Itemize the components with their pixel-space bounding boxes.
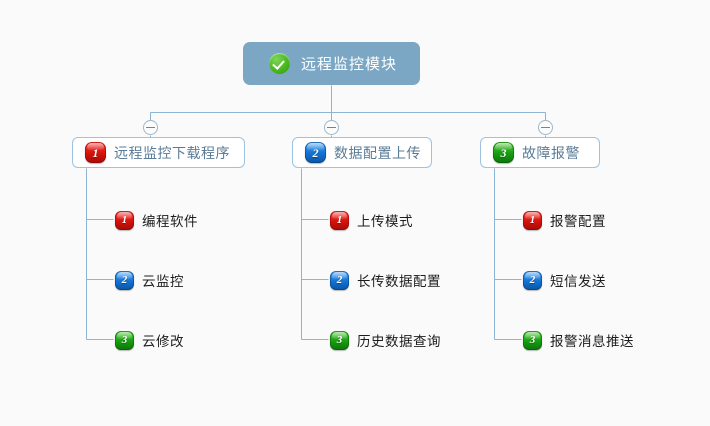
leaf-node-2-3[interactable]: 3 历史数据查询	[330, 329, 441, 351]
number-badge-1: 1	[523, 210, 542, 230]
leaf-node-3-2-label: 短信发送	[550, 274, 606, 289]
number-badge-3: 3	[115, 330, 134, 350]
leaf-node-3-1-label: 报警配置	[550, 214, 606, 229]
branch-node-3[interactable]: 3 故障报警	[480, 137, 600, 168]
number-badge-2: 2	[330, 270, 349, 290]
branch-node-1[interactable]: 1 远程监控下载程序	[72, 137, 245, 168]
leaf-node-1-1[interactable]: 1 编程软件	[115, 209, 198, 231]
leaf-node-2-3-label: 历史数据查询	[357, 334, 441, 349]
leaf-node-3-1[interactable]: 1 报警配置	[523, 209, 606, 231]
number-badge-1: 1	[115, 210, 134, 230]
leaf-node-3-3[interactable]: 3 报警消息推送	[523, 329, 634, 351]
branch-node-2-label: 数据配置上传	[334, 144, 421, 161]
root-node-label: 远程监控模块	[301, 56, 398, 73]
collapse-toggle-2[interactable]	[324, 120, 339, 135]
check-circle-icon	[269, 53, 290, 74]
leaf-node-3-3-label: 报警消息推送	[550, 334, 634, 349]
leaf-node-2-2-label: 长传数据配置	[357, 274, 441, 289]
number-badge-1: 1	[330, 210, 349, 230]
collapse-toggle-3[interactable]	[538, 120, 553, 135]
leaf-node-2-1-label: 上传模式	[357, 214, 413, 229]
leaf-node-1-3-label: 云修改	[142, 334, 184, 349]
root-node[interactable]: 远程监控模块	[243, 42, 420, 85]
number-badge-3: 3	[523, 330, 542, 350]
leaf-node-1-3[interactable]: 3 云修改	[115, 329, 184, 351]
branch-node-2[interactable]: 2 数据配置上传	[292, 137, 432, 168]
collapse-toggle-1[interactable]	[143, 120, 158, 135]
branch-node-1-label: 远程监控下载程序	[114, 144, 230, 161]
leaf-node-1-2-label: 云监控	[142, 274, 184, 289]
number-badge-3: 3	[330, 330, 349, 350]
number-badge-2: 2	[523, 270, 542, 290]
leaf-node-2-2[interactable]: 2 长传数据配置	[330, 269, 441, 291]
branch-node-3-label: 故障报警	[522, 144, 580, 161]
number-badge-2: 2	[115, 270, 134, 290]
number-badge-2: 2	[305, 142, 326, 163]
number-badge-3: 3	[493, 142, 514, 163]
number-badge-1: 1	[85, 142, 106, 163]
leaf-node-3-2[interactable]: 2 短信发送	[523, 269, 606, 291]
leaf-node-1-1-label: 编程软件	[142, 214, 198, 229]
leaf-node-1-2[interactable]: 2 云监控	[115, 269, 184, 291]
leaf-node-2-1[interactable]: 1 上传模式	[330, 209, 413, 231]
